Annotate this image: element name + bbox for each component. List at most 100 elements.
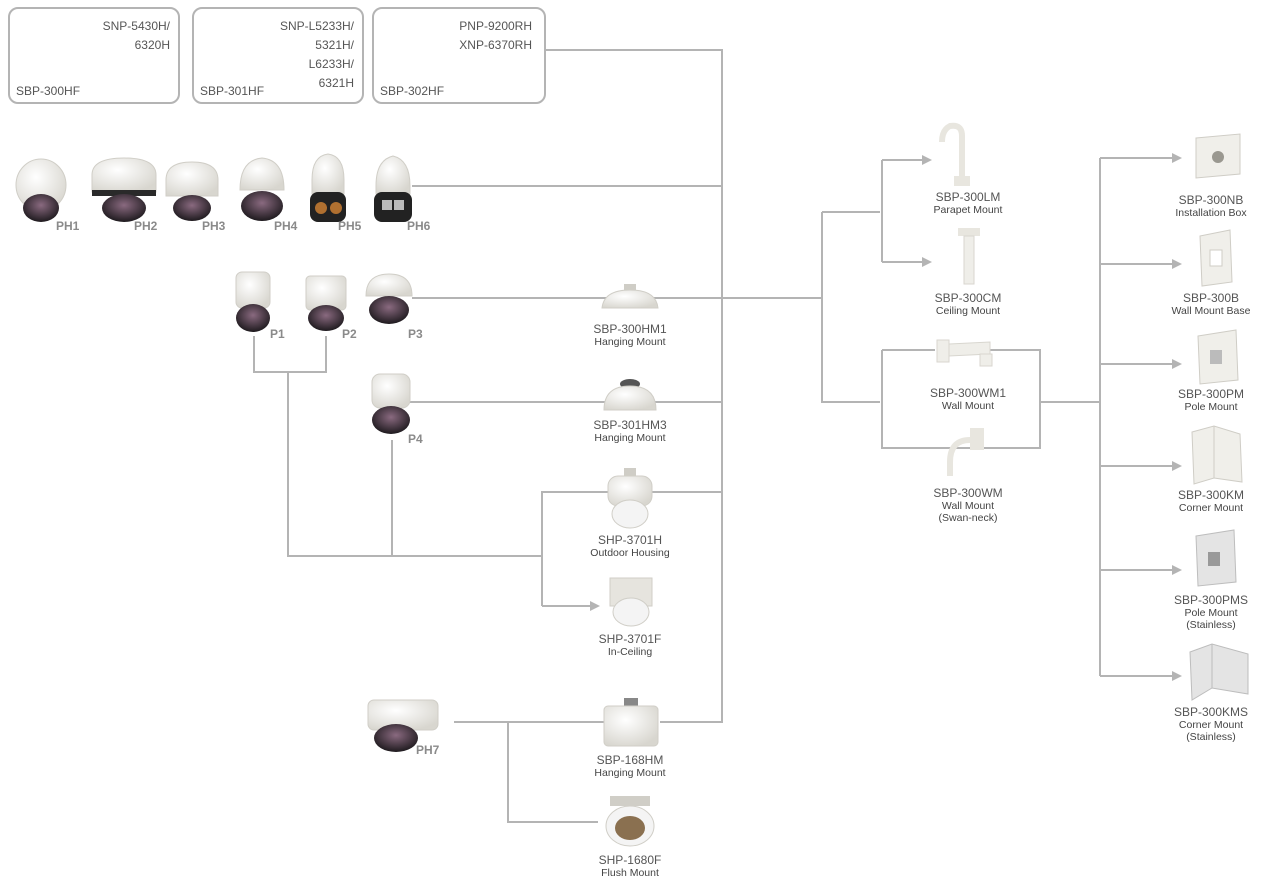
fixture-code: SBP-300HF [16, 84, 81, 98]
dome-camera-icon [371, 373, 411, 434]
mount-label: SHP-3701F In-Ceiling [570, 632, 690, 658]
mount-label: SBP-300WM Wall Mount (Swan-neck) [908, 486, 1028, 524]
model-text: 6320H [134, 38, 170, 52]
mount-desc: Hanging Mount [594, 432, 666, 444]
mount-label: SBP-300CM Ceiling Mount [908, 291, 1028, 317]
ptz-camera-icon [239, 157, 285, 221]
camera-label: P3 [408, 327, 423, 341]
mount-desc: Hanging Mount [594, 336, 666, 348]
mount-code: SHP-1680F [598, 853, 662, 867]
camera-label: PH5 [338, 219, 362, 233]
mount-label: SHP-3701H Outdoor Housing [570, 533, 690, 559]
mount-code: SBP-301HM3 [593, 418, 667, 432]
ptz-camera-icon [310, 153, 346, 222]
mount-label: SBP-300PMS Pole Mount (Stainless) [1156, 593, 1266, 631]
hanging-mount-icon [603, 698, 659, 747]
mount-code: SBP-300WM [933, 486, 1003, 500]
swan-neck-mount-icon [947, 428, 984, 476]
mount-label: SBP-301HM3 Hanging Mount [570, 418, 690, 444]
mount-code: SBP-300NB [1178, 193, 1244, 207]
model-text: 5321H/ [315, 38, 354, 52]
camera-label: P2 [342, 327, 357, 341]
corner-mount-icon [1191, 425, 1243, 485]
model-text: L6233H/ [308, 57, 354, 71]
mount-desc: Wall Mount [941, 500, 995, 512]
camera-label: P1 [270, 327, 285, 341]
fixture-models: PNP-9200RH XNP-6370RH [459, 17, 532, 55]
mount-label: SBP-300KMS Corner Mount (Stainless) [1156, 705, 1266, 743]
fixture-models: SNP-L5233H/ 5321H/ L6233H/ 6321H [280, 17, 354, 93]
dome-camera-icon [367, 699, 439, 752]
camera-label: PH2 [134, 219, 158, 233]
mount-desc: Parapet Mount [933, 204, 1003, 216]
mount-code: SBP-300HM1 [593, 322, 667, 336]
mount-label: SBP-300PM Pole Mount [1156, 387, 1266, 413]
pole-mount-icon [1197, 329, 1239, 385]
model-text: SNP-5430H/ [102, 19, 170, 33]
camera-label: PH4 [274, 219, 298, 233]
mount-label: SHP-1680F Flush Mount [570, 853, 690, 879]
installation-box-icon [1195, 133, 1241, 179]
ptz-camera-icon [165, 161, 219, 221]
mount-desc: Corner Mount [1178, 502, 1244, 514]
mount-label: SBP-300HM1 Hanging Mount [570, 322, 690, 348]
hanging-fixture-card: PNP-9200RH XNP-6370RH SBP-302HF [372, 7, 546, 104]
ptz-camera-icon [15, 158, 67, 222]
mount-desc: Pole Mount [1184, 401, 1238, 413]
dome-camera-icon [305, 275, 347, 331]
hanging-fixture-card: SNP-5430H/ 6320H SBP-300HF [8, 7, 180, 104]
mount-code: SBP-300KMS [1173, 705, 1249, 719]
hanging-mount-icon [601, 284, 659, 309]
camera-label: P4 [408, 432, 423, 446]
wall-mount-base-icon [1199, 229, 1233, 287]
mount-desc: Ceiling Mount [935, 305, 1001, 317]
camera-label: PH1 [56, 219, 80, 233]
mount-desc: Corner Mount [1178, 719, 1244, 731]
mount-desc-extra: (Stainless) [1186, 731, 1236, 743]
mount-desc-extra: (Swan-neck) [938, 512, 998, 524]
hanging-mount-icon [603, 379, 657, 411]
model-text: XNP-6370RH [459, 38, 532, 52]
mount-code: SHP-3701F [598, 632, 662, 646]
camera-label: PH7 [416, 743, 440, 757]
wall-mount-icon [936, 339, 993, 367]
ceiling-mount-icon [958, 228, 980, 285]
fixture-code: SBP-301HF [200, 84, 265, 98]
dome-camera-icon [365, 273, 413, 324]
mount-label: SBP-300B Wall Mount Base [1156, 291, 1266, 317]
outdoor-housing-icon [607, 468, 653, 529]
mount-desc: In-Ceiling [607, 646, 653, 658]
camera-label: PH6 [407, 219, 431, 233]
mount-label: SBP-168HM Hanging Mount [570, 753, 690, 779]
mount-code: SBP-300CM [934, 291, 1002, 305]
mount-desc: Hanging Mount [594, 767, 666, 779]
mount-code: SHP-3701H [597, 533, 663, 547]
ptz-camera-icon [91, 157, 157, 222]
mount-desc: Outdoor Housing [590, 547, 670, 559]
camera-label: PH3 [202, 219, 226, 233]
mount-label: SBP-300LM Parapet Mount [908, 190, 1028, 216]
corner-mount-stainless-icon [1189, 643, 1249, 701]
model-text: 6321H [318, 76, 354, 90]
ptz-camera-icon [374, 155, 412, 222]
model-text: PNP-9200RH [459, 19, 532, 33]
mount-desc: Installation Box [1175, 207, 1247, 219]
mount-code: SBP-300WM1 [929, 386, 1007, 400]
mount-desc: Flush Mount [601, 867, 659, 879]
pole-mount-stainless-icon [1195, 529, 1237, 587]
mount-code: SBP-300KM [1177, 488, 1245, 502]
mount-desc-extra: (Stainless) [1186, 619, 1236, 631]
mount-code: SBP-300PM [1177, 387, 1245, 401]
mount-code: SBP-168HM [596, 753, 664, 767]
model-text: SNP-L5233H/ [279, 19, 354, 33]
in-ceiling-housing-icon [609, 577, 653, 627]
fixture-models: SNP-5430H/ 6320H [103, 17, 170, 55]
mount-code: SBP-300PMS [1173, 593, 1249, 607]
parapet-mount-icon [939, 122, 970, 186]
hanging-fixture-card: SNP-L5233H/ 5321H/ L6233H/ 6321H SBP-301… [192, 7, 364, 104]
mount-desc: Wall Mount Base [1171, 305, 1251, 317]
mount-label: SBP-300KM Corner Mount [1156, 488, 1266, 514]
mount-code: SBP-300LM [935, 190, 1001, 204]
mount-desc: Pole Mount [1184, 607, 1238, 619]
